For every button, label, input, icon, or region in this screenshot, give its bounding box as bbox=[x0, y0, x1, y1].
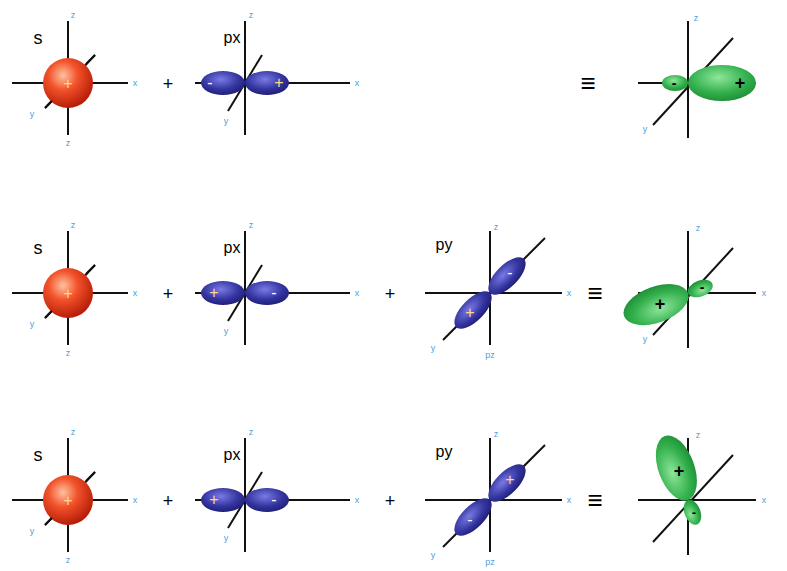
phase-sign: - bbox=[700, 280, 705, 294]
plus-operator: + bbox=[385, 492, 396, 510]
orbital-name: s bbox=[34, 29, 43, 47]
axis-label: z bbox=[696, 431, 701, 440]
phase-sign: - bbox=[692, 506, 696, 519]
axis-label: z bbox=[66, 139, 71, 148]
axis-label: y bbox=[431, 551, 436, 560]
plus-operator: + bbox=[163, 285, 174, 303]
axis-label: x bbox=[133, 496, 138, 505]
axis-label: x bbox=[355, 496, 360, 505]
orbital-name: s bbox=[34, 446, 43, 464]
axis-label: z bbox=[66, 556, 71, 565]
orbital-name: px bbox=[224, 240, 241, 256]
equivalence-symbol: ≡ bbox=[587, 280, 602, 306]
phase-sign: + bbox=[655, 295, 666, 313]
phase-sign: + bbox=[63, 286, 72, 302]
orbital-name: px bbox=[224, 30, 241, 46]
equivalence-symbol: ≡ bbox=[587, 487, 602, 513]
phase-sign: - bbox=[507, 265, 512, 281]
phase-sign: - bbox=[672, 76, 677, 90]
axis-label: z bbox=[249, 221, 254, 230]
axis-label: z bbox=[249, 11, 254, 20]
axis-label: z bbox=[71, 221, 76, 230]
phase-sign: + bbox=[63, 76, 72, 92]
axis-label: y bbox=[224, 327, 229, 336]
plus-operator: + bbox=[385, 285, 396, 303]
phase-sign: + bbox=[674, 462, 685, 480]
axis-label: y bbox=[431, 344, 436, 353]
axis-label: z bbox=[66, 349, 71, 358]
axis-label: y bbox=[643, 125, 648, 134]
axis-label: y bbox=[30, 320, 35, 329]
axis-label: x bbox=[133, 289, 138, 298]
axis-label: y bbox=[224, 534, 229, 543]
axis-label: y bbox=[643, 335, 648, 344]
axis-label: x bbox=[567, 289, 572, 298]
plus-operator: + bbox=[163, 492, 174, 510]
axis-label: y bbox=[30, 527, 35, 536]
phase-sign: + bbox=[209, 492, 218, 508]
axis-label: z bbox=[71, 11, 76, 20]
orbital-name: px bbox=[224, 447, 241, 463]
axis-label: x bbox=[567, 496, 572, 505]
phase-sign: - bbox=[207, 75, 212, 91]
orbital-name: py bbox=[436, 237, 453, 253]
plus-operator: + bbox=[163, 75, 174, 93]
phase-sign: + bbox=[274, 75, 283, 91]
axis-label: z bbox=[494, 430, 499, 439]
axis-label: z bbox=[494, 223, 499, 232]
axis-label: x bbox=[355, 289, 360, 298]
phase-sign: + bbox=[735, 74, 746, 92]
phase-sign: - bbox=[271, 492, 276, 508]
axis-label: x bbox=[762, 496, 767, 505]
phase-sign: - bbox=[467, 512, 472, 528]
phase-sign: - bbox=[271, 285, 276, 301]
axis-label: z bbox=[696, 224, 701, 233]
axis-label: x bbox=[355, 79, 360, 88]
orbital-name: py bbox=[436, 444, 453, 460]
axis-label: pz bbox=[485, 558, 495, 567]
axis-label: y bbox=[224, 117, 229, 126]
axis-label: y bbox=[30, 110, 35, 119]
axis-label: z bbox=[694, 14, 699, 23]
axis-label: x bbox=[133, 79, 138, 88]
axis-label: z bbox=[249, 428, 254, 437]
axis-label: z bbox=[71, 428, 76, 437]
phase-sign: + bbox=[465, 305, 474, 321]
equivalence-symbol: ≡ bbox=[580, 70, 595, 96]
phase-sign: + bbox=[209, 285, 218, 301]
axis-label: x bbox=[762, 289, 767, 298]
axis-label: pz bbox=[485, 351, 495, 360]
orbital-name: s bbox=[34, 239, 43, 257]
phase-sign: + bbox=[505, 472, 514, 488]
phase-sign: + bbox=[63, 493, 72, 509]
